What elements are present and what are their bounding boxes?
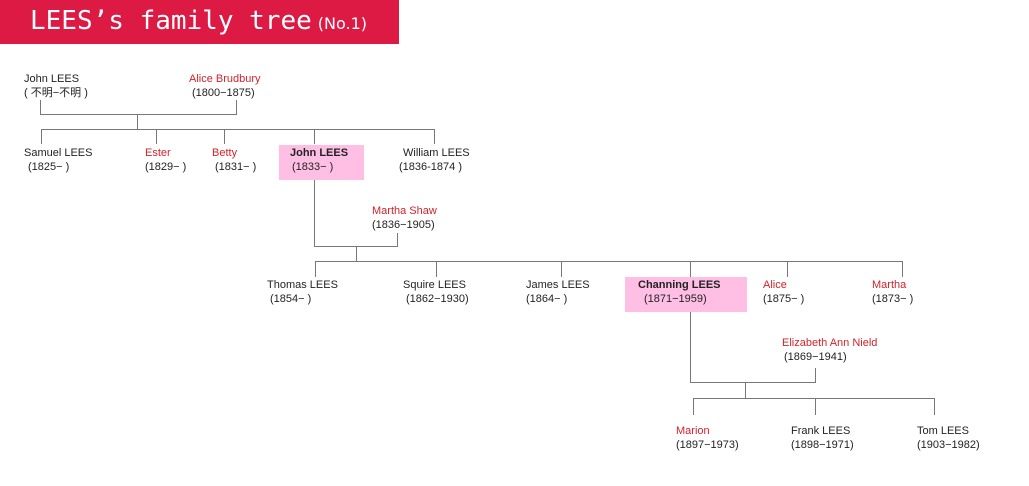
page-subtitle: (No.1) — [317, 14, 367, 33]
person-alice-brudbury[interactable]: Alice Brudbury (1800−1875) — [189, 72, 261, 100]
person-name: Tom LEES — [917, 425, 969, 437]
person-dates: (1871−1959) — [644, 293, 707, 305]
person-john-lees[interactable]: John LEES (1833− ) — [290, 146, 348, 174]
person-dates: (1829− ) — [145, 161, 187, 173]
page-title: LEES’s family tree (No.1) — [30, 6, 367, 36]
person-dates: (1898−1971) — [791, 439, 854, 451]
person-dates: (1854− ) — [270, 293, 312, 305]
person-alice[interactable]: Alice (1875− ) — [763, 278, 804, 306]
person-name: Channing LEES — [638, 279, 721, 291]
person-dates: (1825− ) — [28, 161, 70, 173]
person-betty[interactable]: Betty (1831− ) — [212, 146, 256, 174]
person-name: Ester — [145, 147, 171, 159]
highlight-john-lees — [279, 145, 364, 180]
person-name: Samuel LEES — [24, 147, 93, 159]
person-martha-shaw[interactable]: Martha Shaw (1836−1905) — [372, 204, 437, 232]
person-frank-lees[interactable]: Frank LEES (1898−1971) — [791, 424, 854, 452]
person-dates: ( 不明−不明 ) — [24, 87, 88, 99]
person-name: Squire LEES — [403, 279, 466, 291]
person-dates: (1862−1930) — [406, 293, 469, 305]
person-dates: (1864− ) — [526, 293, 568, 305]
person-dates: (1873− ) — [872, 293, 914, 305]
person-name: Marion — [676, 425, 710, 437]
person-ester[interactable]: Ester (1829− ) — [145, 146, 186, 174]
person-dates: (1869−1941) — [784, 351, 847, 363]
person-name: William LEES — [403, 147, 470, 159]
highlight-channing-lees — [625, 277, 747, 312]
person-dates: (1831− ) — [215, 161, 257, 173]
person-dates: (1875− ) — [763, 293, 805, 305]
person-channing-lees[interactable]: Channing LEES (1871−1959) — [638, 278, 721, 306]
person-samuel-lees[interactable]: Samuel LEES (1825− ) — [24, 146, 92, 174]
person-dates: (1897−1973) — [676, 439, 739, 451]
person-name: Alice — [763, 279, 787, 291]
person-john-lees-sr[interactable]: John LEES ( 不明−不明 ) — [24, 72, 88, 100]
person-dates: (1833− ) — [292, 161, 334, 173]
person-name: Elizabeth Ann Nield — [782, 337, 878, 349]
person-name: Thomas LEES — [267, 279, 338, 291]
person-name: John LEES — [24, 73, 80, 85]
title-banner: LEES’s family tree (No.1) — [0, 0, 399, 44]
person-dates: (1903−1982) — [917, 439, 980, 451]
person-dates: (1800−1875) — [192, 87, 255, 99]
page-title-text: LEES’s family tree — [30, 6, 312, 36]
person-dates: (1836−1905) — [372, 219, 435, 231]
person-name: Martha Shaw — [372, 205, 437, 217]
person-thomas-lees[interactable]: Thomas LEES (1854− ) — [267, 278, 338, 306]
person-marion[interactable]: Marion (1897−1973) — [676, 424, 739, 452]
person-martha[interactable]: Martha (1873− ) — [872, 278, 913, 306]
person-name: John LEES — [290, 147, 349, 159]
person-name: Martha — [872, 279, 907, 291]
person-dates: (1836-1874 ) — [399, 161, 462, 173]
person-tom-lees[interactable]: Tom LEES (1903−1982) — [917, 424, 980, 452]
person-squire-lees[interactable]: Squire LEES (1862−1930) — [403, 278, 469, 306]
person-name: Betty — [212, 147, 238, 159]
person-william-lees[interactable]: William LEES (1836-1874 ) — [399, 146, 470, 174]
person-elizabeth-ann-nield[interactable]: Elizabeth Ann Nield (1869−1941) — [782, 336, 877, 364]
person-name: James LEES — [526, 279, 590, 291]
person-name: Alice Brudbury — [189, 73, 261, 85]
person-james-lees[interactable]: James LEES (1864− ) — [526, 278, 590, 306]
person-name: Frank LEES — [791, 425, 851, 437]
